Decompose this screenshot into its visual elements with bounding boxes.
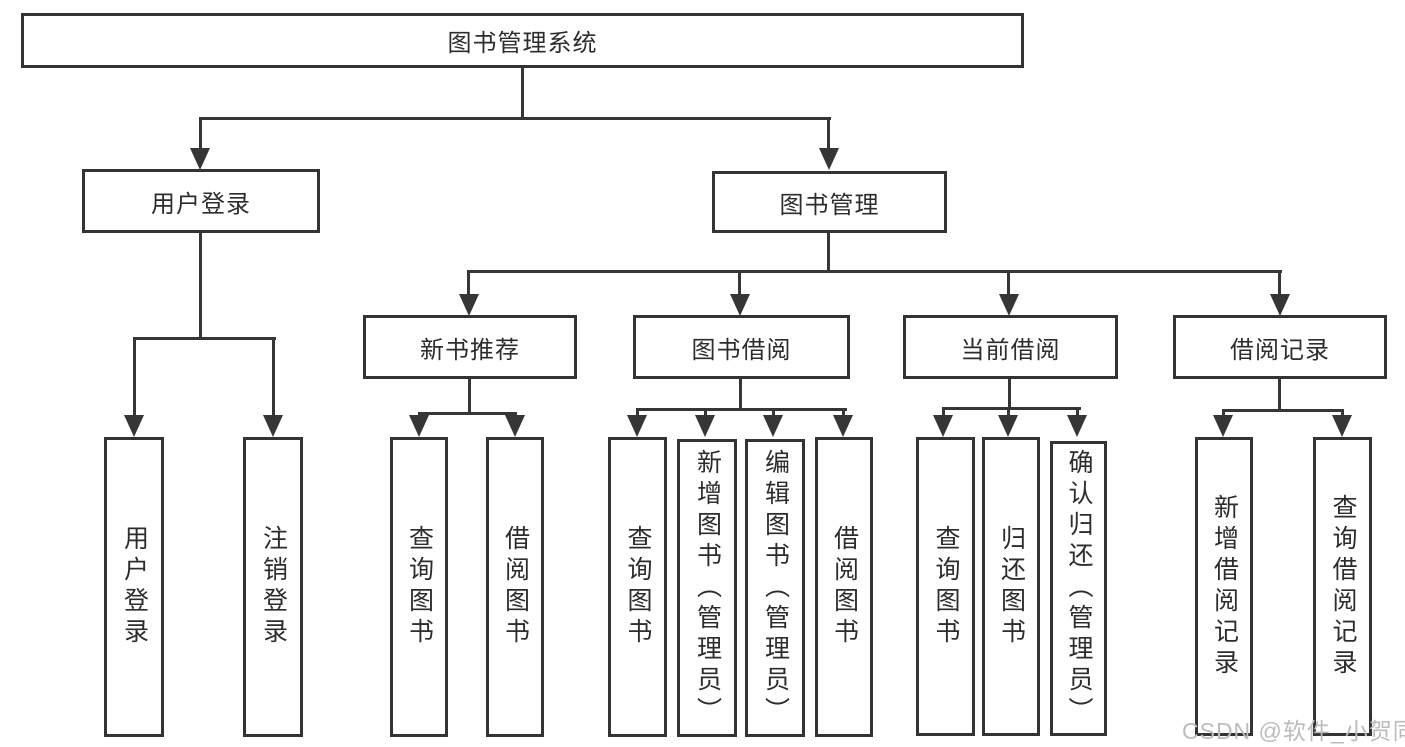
node-root-label: 图书管理系统 bbox=[447, 30, 598, 57]
arrow-down-icon bbox=[999, 294, 1019, 316]
connector-drop bbox=[842, 408, 845, 415]
arrow-down-icon bbox=[505, 415, 525, 437]
node-borrow-records-label: 借阅记录 bbox=[1230, 336, 1330, 364]
connector-drop-new-book bbox=[467, 270, 470, 294]
arrow-down-icon bbox=[819, 148, 839, 170]
node-new-book-recommend-label: 新书推荐 bbox=[420, 336, 520, 364]
connector-drop-current-borrow bbox=[1007, 270, 1010, 294]
leaf-logout-label: 注销登录 bbox=[259, 525, 288, 649]
connector-drop bbox=[704, 408, 707, 415]
leaf-add-borrow-record-label: 新增借阅记录 bbox=[1210, 493, 1239, 680]
leaf-query-books-2-label: 查询图书 bbox=[624, 525, 652, 649]
connector-level1-rail bbox=[199, 117, 831, 120]
leaf-edit-book-admin-label: 编辑图书（管理员） bbox=[761, 448, 790, 728]
arrow-down-icon bbox=[998, 415, 1018, 437]
leaf-borrow-books-2-label: 借阅图书 bbox=[830, 525, 859, 649]
connector-book-borrow-rail bbox=[636, 408, 847, 411]
connector-drop bbox=[1222, 409, 1225, 415]
leaf-confirm-return-admin-label: 确认归还（管理员） bbox=[1065, 449, 1093, 728]
leaf-return-book: 归还图书 bbox=[982, 437, 1040, 736]
connector-drop-borrow-records bbox=[1278, 270, 1281, 294]
connector-drop bbox=[1007, 407, 1010, 415]
node-user-login: 用户登录 bbox=[82, 169, 320, 233]
node-book-management-label: 图书管理 bbox=[779, 191, 880, 219]
connector-drop bbox=[1076, 407, 1079, 415]
connector-book-borrow-stub bbox=[739, 379, 742, 408]
connector-drop-book-management bbox=[827, 117, 830, 148]
arrow-down-icon bbox=[933, 415, 953, 437]
arrow-down-icon bbox=[627, 415, 647, 437]
node-book-management: 图书管理 bbox=[712, 171, 947, 233]
arrow-down-icon bbox=[459, 294, 479, 316]
leaf-query-books-2: 查询图书 bbox=[608, 437, 667, 737]
connector-drop-leaf-logout bbox=[272, 337, 275, 415]
connector-new-book-stub bbox=[468, 379, 471, 412]
arrow-down-icon bbox=[695, 415, 715, 437]
connector-drop-user-login bbox=[199, 117, 202, 148]
watermark: CSDN @软件_小贺同学 bbox=[1182, 718, 1405, 744]
connector-new-book-rail bbox=[418, 412, 517, 415]
leaf-borrow-books-1: 借阅图书 bbox=[486, 437, 544, 737]
leaf-add-borrow-record: 新增借阅记录 bbox=[1195, 437, 1253, 736]
leaf-confirm-return-admin: 确认归还（管理员） bbox=[1050, 441, 1107, 736]
arrow-down-icon bbox=[190, 148, 210, 170]
arrow-down-icon bbox=[1270, 294, 1290, 316]
leaf-add-book-admin-label: 新增图书（管理员） bbox=[693, 448, 722, 728]
node-new-book-recommend: 新书推荐 bbox=[363, 315, 577, 379]
connector-borrow-records-stub bbox=[1278, 379, 1281, 409]
connector-book-management-stub bbox=[827, 233, 830, 270]
node-current-borrow-label: 当前借阅 bbox=[960, 336, 1061, 364]
node-book-borrow-label: 图书借阅 bbox=[691, 336, 792, 364]
arrow-down-icon bbox=[763, 415, 783, 437]
node-current-borrow: 当前借阅 bbox=[903, 315, 1118, 379]
connector-drop-leaf-user-login bbox=[133, 337, 136, 415]
arrow-down-icon bbox=[730, 294, 750, 316]
node-user-login-label: 用户登录 bbox=[151, 190, 251, 218]
arrow-down-icon bbox=[409, 415, 429, 437]
leaf-logout: 注销登录 bbox=[243, 437, 303, 737]
connector-current-borrow-stub bbox=[1008, 379, 1011, 407]
leaf-query-books-1-label: 查询图书 bbox=[405, 525, 434, 649]
leaf-query-books-1: 查询图书 bbox=[390, 437, 448, 737]
leaf-user-login: 用户登录 bbox=[104, 437, 164, 737]
connector-drop-book-borrow bbox=[738, 270, 741, 294]
leaf-query-books-3: 查询图书 bbox=[916, 437, 975, 736]
leaf-query-borrow-record: 查询借阅记录 bbox=[1313, 437, 1372, 736]
arrow-down-icon bbox=[124, 415, 144, 437]
connector-drop bbox=[636, 408, 639, 415]
connector-current-borrow-rail bbox=[942, 407, 1081, 410]
node-root: 图书管理系统 bbox=[21, 13, 1024, 68]
leaf-edit-book-admin: 编辑图书（管理员） bbox=[745, 439, 805, 737]
connector-user-login-rail bbox=[133, 337, 276, 340]
connector-drop bbox=[1341, 409, 1344, 415]
connector-drop bbox=[942, 407, 945, 415]
node-book-borrow: 图书借阅 bbox=[633, 315, 850, 379]
leaf-return-book-label: 归还图书 bbox=[997, 524, 1026, 649]
leaf-borrow-books-2: 借阅图书 bbox=[815, 437, 873, 737]
leaf-query-books-3-label: 查询图书 bbox=[932, 524, 960, 649]
arrow-down-icon bbox=[1067, 415, 1087, 437]
connector-level2-rail bbox=[468, 270, 1282, 273]
arrow-down-icon bbox=[263, 415, 283, 437]
leaf-add-book-admin: 新增图书（管理员） bbox=[677, 439, 737, 737]
node-borrow-records: 借阅记录 bbox=[1173, 315, 1387, 379]
connector-user-login-stub bbox=[199, 233, 202, 337]
leaf-borrow-books-1-label: 借阅图书 bbox=[501, 525, 530, 649]
leaf-query-borrow-record-label: 查询借阅记录 bbox=[1329, 493, 1357, 680]
arrow-down-icon bbox=[1332, 415, 1352, 437]
arrow-down-icon bbox=[833, 415, 853, 437]
connector-drop bbox=[772, 408, 775, 415]
leaf-user-login-label: 用户登录 bbox=[120, 525, 149, 649]
connector-borrow-records-rail bbox=[1222, 409, 1344, 412]
arrow-down-icon bbox=[1213, 415, 1233, 437]
connector-root-stub bbox=[521, 68, 524, 117]
